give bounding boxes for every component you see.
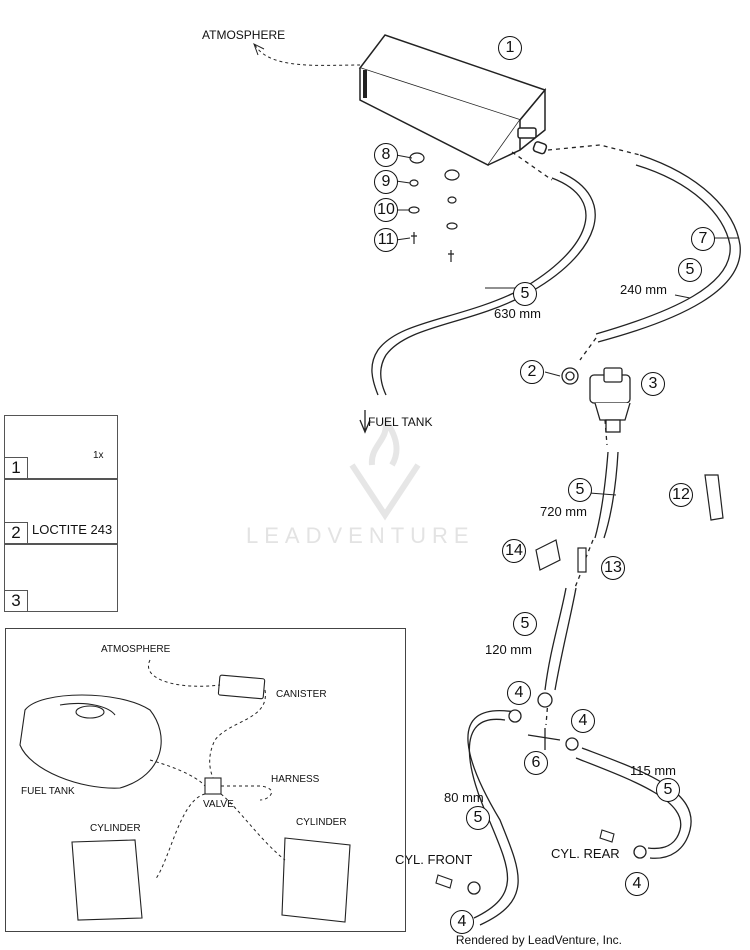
measurement-115: 115 mm	[630, 763, 676, 778]
measurement-240: 240 mm	[620, 282, 667, 297]
step-number-3: 3	[5, 590, 28, 611]
inset-cylinder-left-label: CYLINDER	[90, 823, 141, 834]
callout-11: 11	[374, 228, 398, 252]
step-number-1: 1	[5, 457, 28, 478]
callout-7: 7	[691, 227, 715, 251]
nipples	[435, 829, 615, 889]
callout-4-top: 4	[507, 681, 531, 705]
measurement-120: 120 mm	[485, 642, 532, 657]
callout-8: 8	[374, 143, 398, 167]
step-box-2: 2 LOCTITE 243	[4, 479, 118, 544]
small-parts	[408, 152, 460, 262]
callout-6: 6	[524, 751, 548, 775]
clip-part	[704, 474, 724, 521]
inset-lines	[147, 659, 286, 881]
inset-cylinder-right-label: CYLINDER	[296, 817, 347, 828]
callout-5-115: 5	[656, 778, 680, 802]
inset-harness-label: HARNESS	[271, 774, 320, 785]
bracket-part	[535, 539, 561, 571]
callout-4-rear: 4	[625, 872, 649, 896]
inset-drawings	[19, 674, 351, 923]
callout-5-240: 5	[678, 258, 702, 282]
inset-atmosphere-label: ATMOSPHERE	[101, 644, 171, 655]
purge-valve	[589, 367, 631, 433]
step-number-2: 2	[5, 522, 28, 543]
atmosphere-line	[254, 44, 361, 66]
fuel-tank-label: FUEL TANK	[368, 415, 433, 429]
canister	[358, 34, 548, 166]
atmosphere-label: ATMOSPHERE	[202, 28, 286, 42]
callout-4-front: 4	[450, 910, 474, 934]
cyl-rear-label: CYL. REAR	[551, 846, 620, 861]
callout-14: 14	[502, 539, 526, 563]
cyl-front-label: CYL. FRONT	[395, 852, 473, 867]
measurement-720: 720 mm	[540, 504, 587, 519]
watermark-logo	[349, 418, 421, 521]
step-1-note: 1x	[93, 450, 104, 461]
step-2-note: LOCTITE 243	[32, 522, 113, 537]
inset-schematic: ATMOSPHERE CANISTER HARNESS VALVE FUEL T…	[5, 628, 406, 932]
leader-lines	[395, 154, 738, 496]
callout-2: 2	[520, 360, 544, 384]
inset-canister-label: CANISTER	[276, 689, 327, 700]
step-box-3: 3	[4, 544, 118, 612]
callout-9: 9	[374, 170, 398, 194]
hoses	[359, 144, 741, 926]
clamps	[467, 692, 647, 895]
measurement-80: 80 mm	[444, 790, 484, 805]
callout-5-630: 5	[513, 282, 537, 306]
footer-credit: Rendered by LeadVenture, Inc.	[455, 933, 622, 947]
callout-5-720: 5	[568, 478, 592, 502]
connector-13	[577, 547, 587, 573]
step-box-1: 1 1x	[4, 415, 118, 479]
callout-4-right: 4	[571, 709, 595, 733]
callout-1: 1	[498, 36, 522, 60]
callout-13: 13	[601, 556, 625, 580]
inset-fuel-tank-label: FUEL TANK	[21, 786, 75, 797]
inset-valve-label: VALVE	[203, 799, 234, 810]
callout-5-80: 5	[466, 806, 490, 830]
measurement-630: 630 mm	[494, 306, 541, 321]
callout-3: 3	[641, 372, 665, 396]
atmosphere-arrow	[253, 42, 265, 56]
callout-10: 10	[374, 198, 398, 222]
watermark-text: LEADVENTURE	[246, 523, 475, 548]
callout-5-120: 5	[513, 612, 537, 636]
connector-part	[561, 367, 579, 385]
callout-12: 12	[669, 483, 693, 507]
